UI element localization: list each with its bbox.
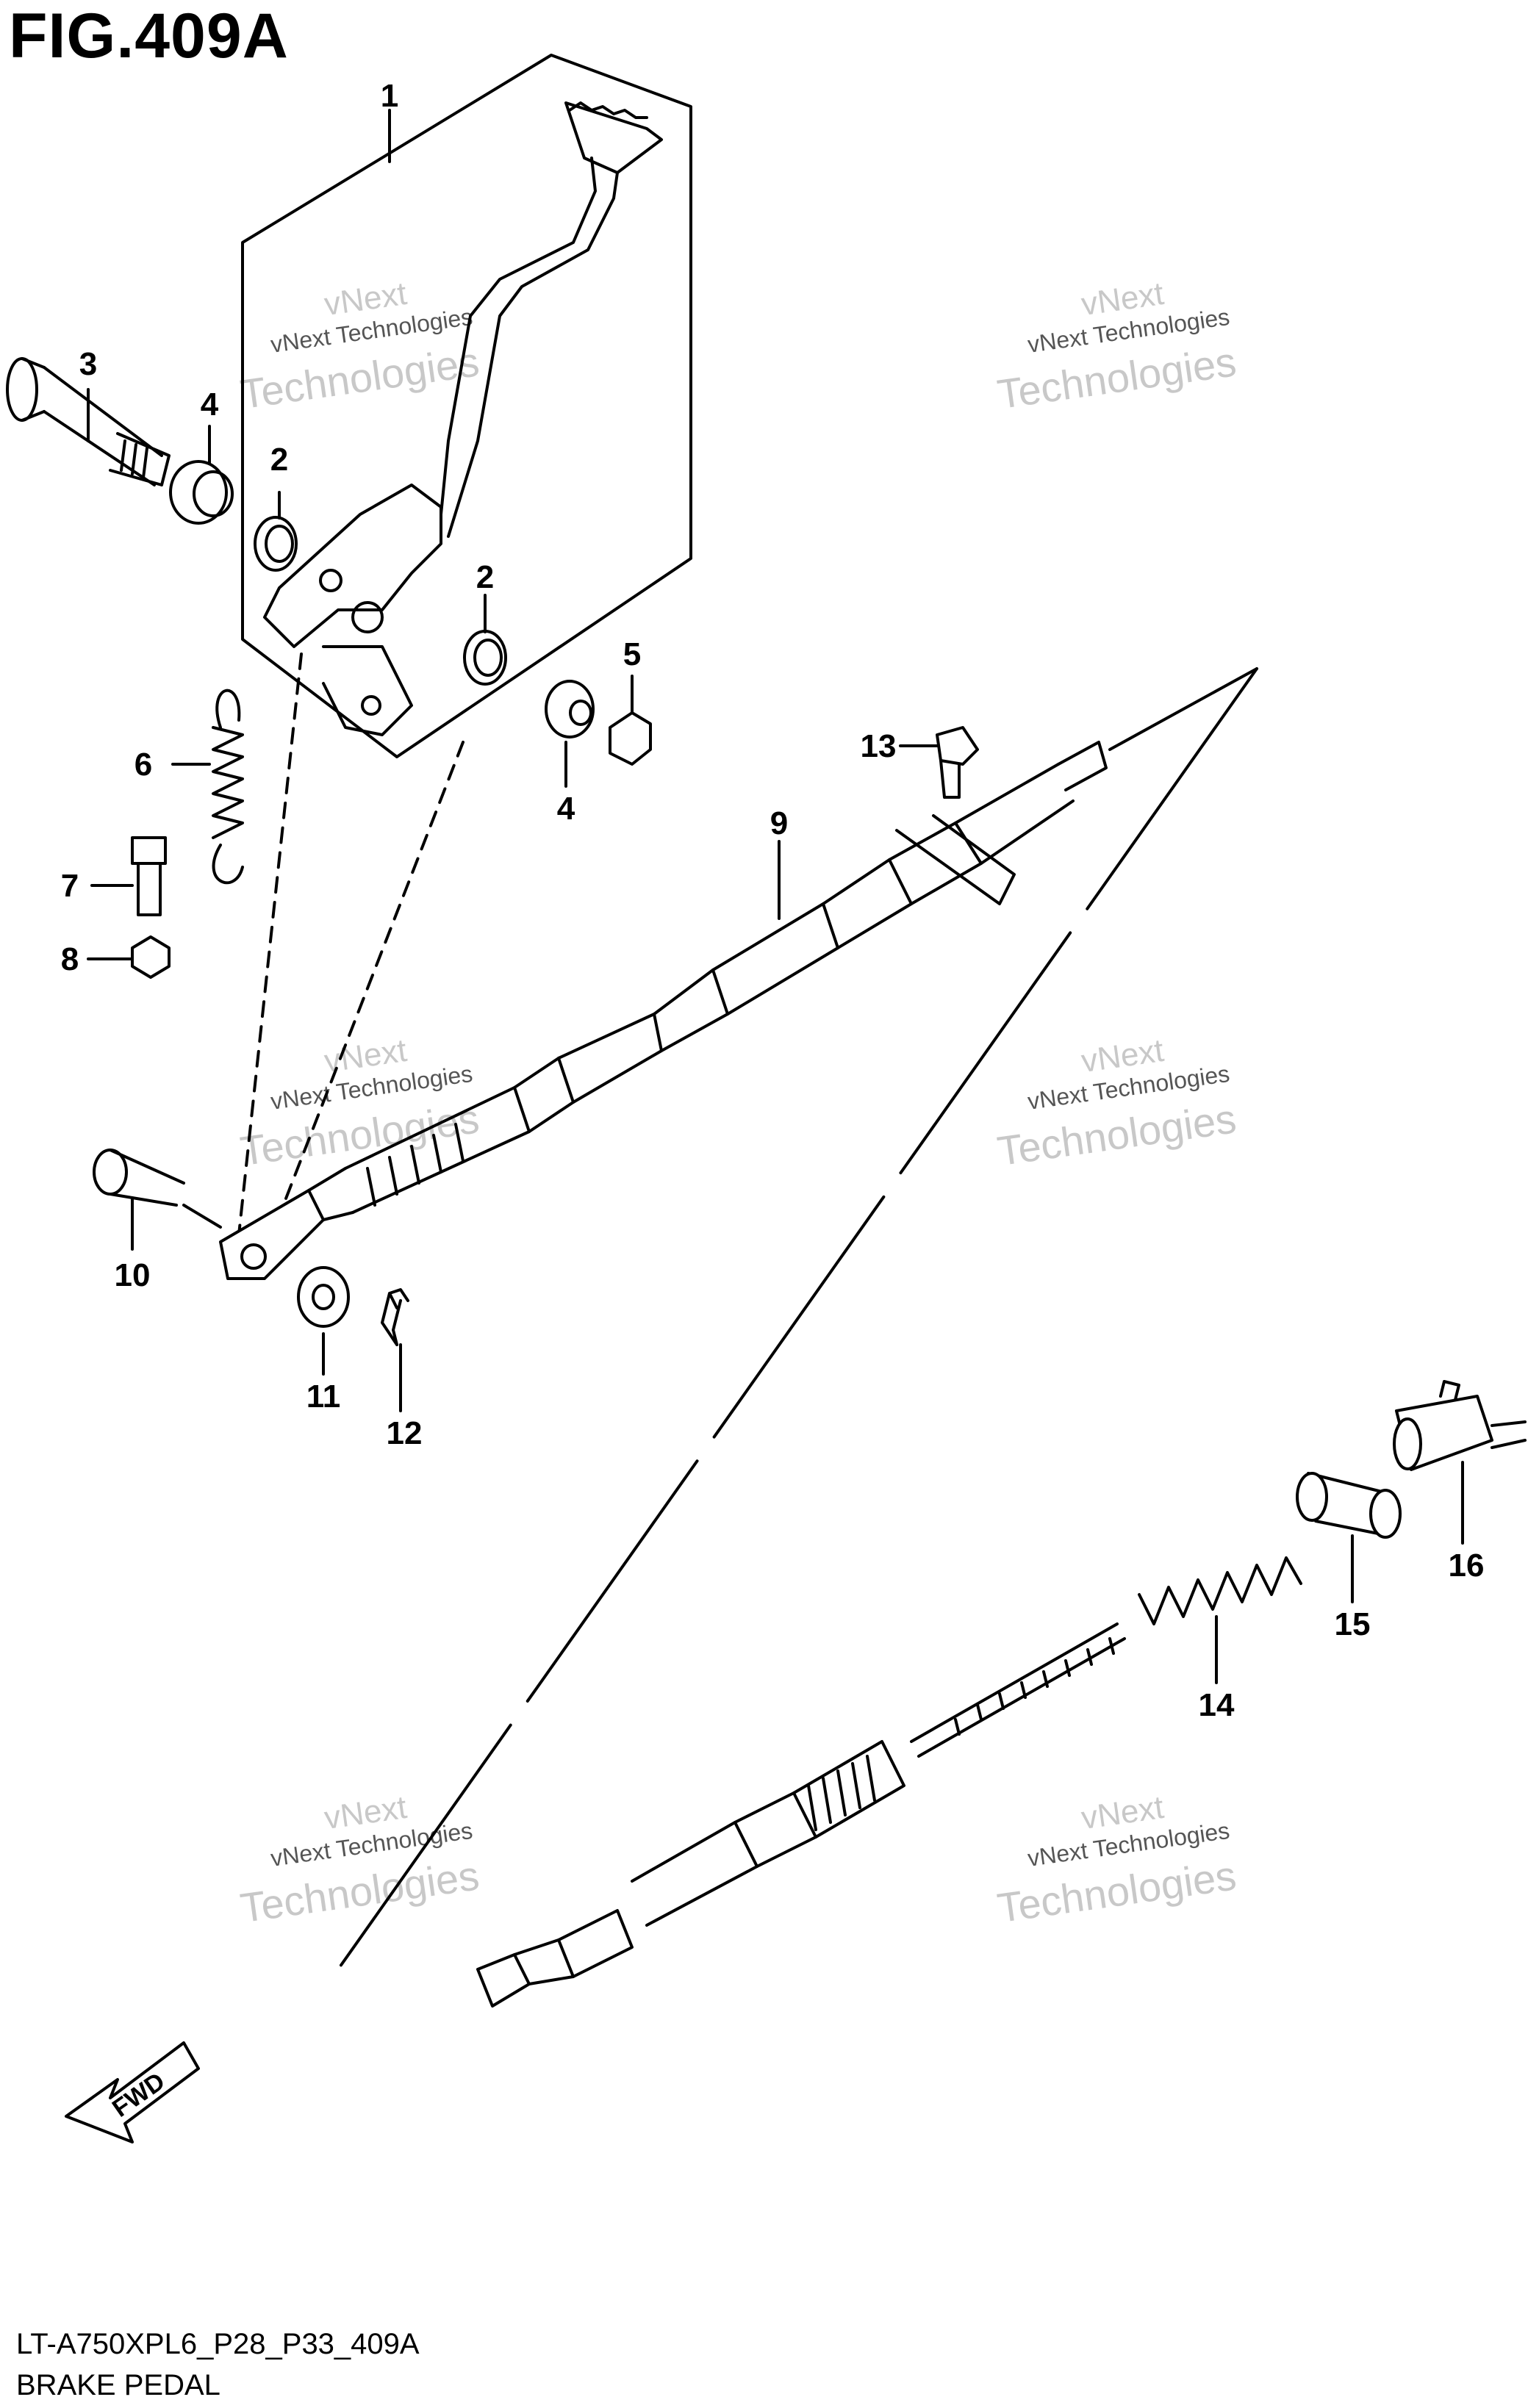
brake-pedal-arm: [263, 101, 663, 736]
callout-4b: 4: [557, 791, 575, 827]
bushing: [254, 516, 298, 572]
callout-10: 10: [115, 1257, 151, 1293]
washer: [545, 680, 595, 738]
callout-4: 4: [201, 387, 219, 423]
clevis-pin: [93, 1149, 185, 1207]
callout-1: 1: [381, 78, 398, 114]
watermark-3: vNext vNext Technologies Technologies: [237, 1032, 481, 1174]
figure-title: FIG.409A: [9, 1, 289, 71]
bushing: [463, 630, 507, 686]
callout-16: 16: [1449, 1548, 1485, 1584]
leader-line: [237, 653, 303, 1236]
callout-15: 15: [1335, 1606, 1371, 1642]
pin: [1393, 1380, 1527, 1471]
callout-13: 13: [861, 728, 897, 764]
watermark-4: vNext vNext Technologies Technologies: [994, 1032, 1238, 1174]
bolt: [131, 836, 167, 916]
return-spring: [212, 689, 244, 885]
washer: [297, 1266, 350, 1328]
figure-name: BRAKE PEDAL: [16, 2369, 220, 2401]
joint: [1296, 1472, 1402, 1539]
callout-2b: 2: [476, 559, 494, 595]
callout-8: 8: [61, 941, 79, 977]
washer: [169, 460, 234, 525]
brake-cable: [307, 741, 1108, 1221]
watermark-1: vNext vNext Technologies Technologies: [237, 276, 481, 417]
pivot-bolt: [6, 357, 171, 486]
leader-line: [182, 1204, 222, 1229]
watermark-5: vNext vNext Technologies Technologies: [237, 1789, 481, 1931]
callout-6: 6: [134, 747, 152, 783]
callout-12: 12: [387, 1415, 423, 1451]
callout-9: 9: [770, 805, 788, 841]
pedal-box-outline: [241, 54, 692, 758]
callout-3: 3: [79, 346, 97, 382]
clevis: [219, 1189, 325, 1280]
callout-11: 11: [306, 1379, 341, 1415]
callout-5: 5: [623, 636, 641, 672]
figure-code: LT-A750XPL6_P28_P33_409A: [16, 2328, 420, 2360]
leader-line: [270, 741, 465, 1236]
bolt: [936, 726, 979, 799]
fwd-arrow-icon: [65, 2041, 200, 2143]
callout-14: 14: [1199, 1687, 1235, 1723]
callout-7: 7: [61, 868, 79, 904]
watermark-2: vNext vNext Technologies Technologies: [994, 276, 1238, 417]
watermark-6: vNext vNext Technologies Technologies: [994, 1789, 1238, 1931]
nut: [609, 711, 652, 766]
cotter-pin: [381, 1288, 409, 1346]
leader-line: [1108, 667, 1258, 751]
callout-2: 2: [270, 442, 288, 478]
leader-line: [337, 667, 1258, 1971]
nut: [131, 935, 171, 979]
brake-rod: [476, 1622, 1126, 2008]
adjuster-spring: [1138, 1556, 1302, 1625]
